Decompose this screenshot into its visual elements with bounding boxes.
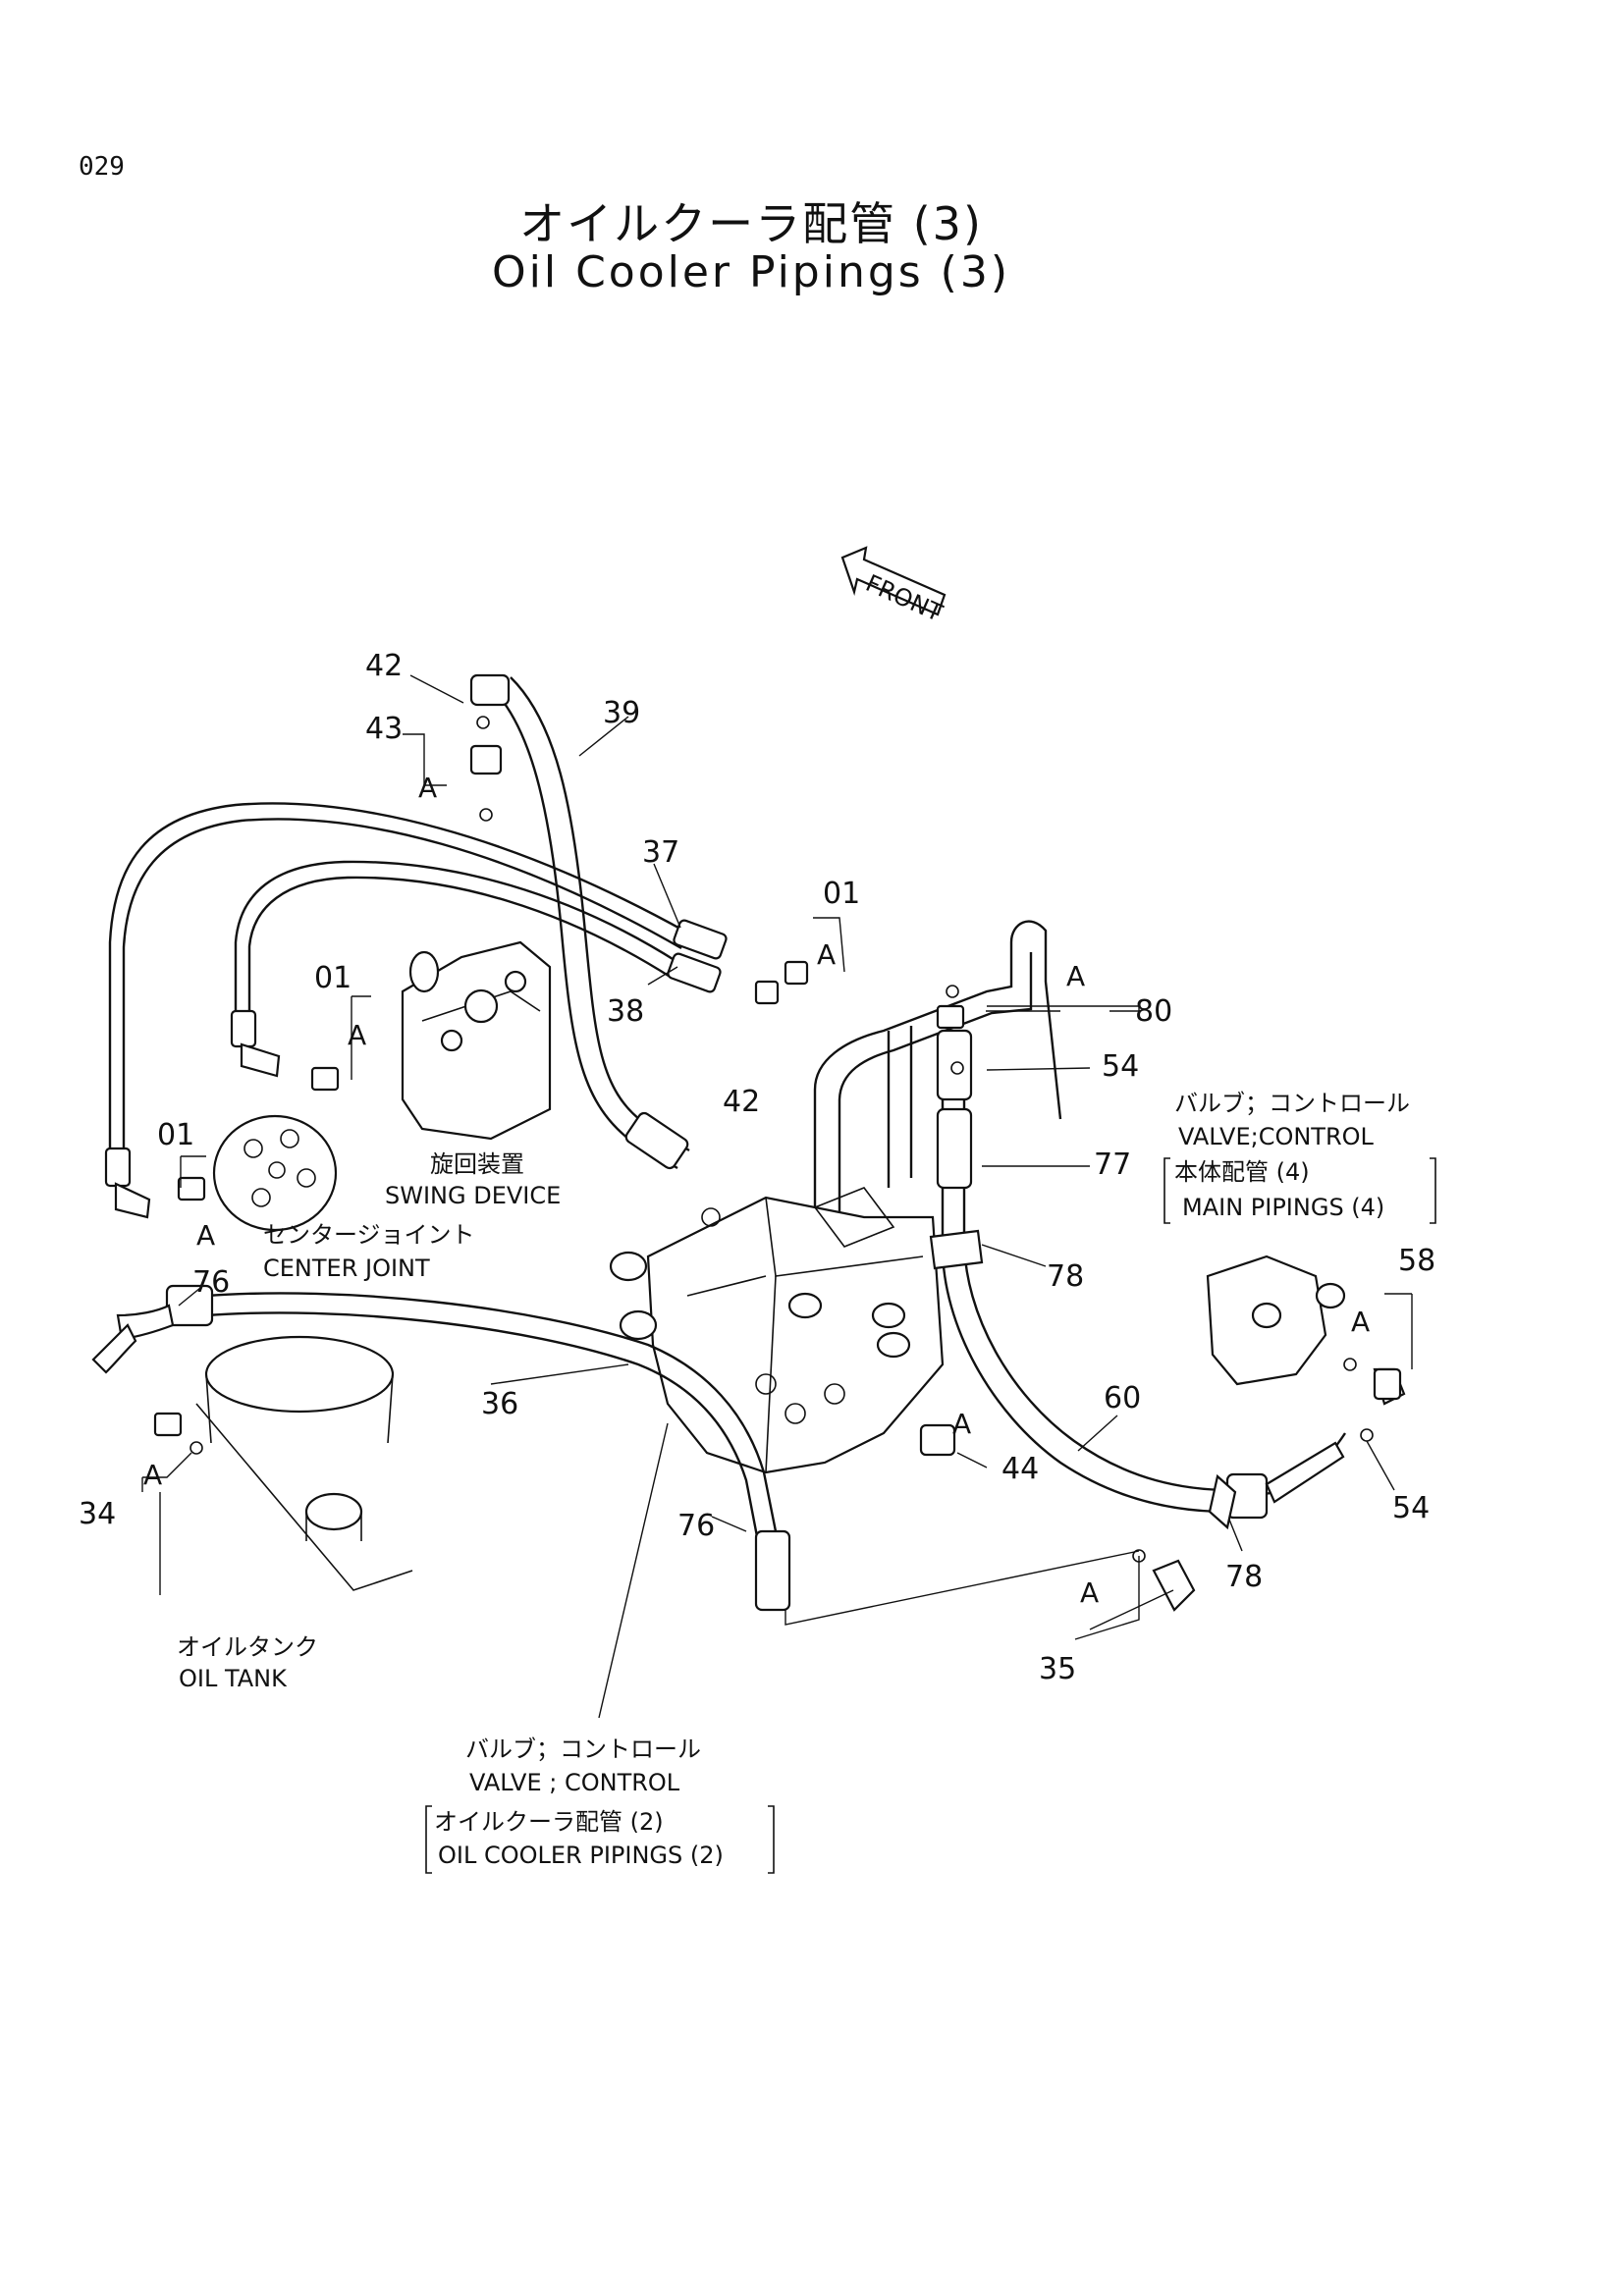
marker-a-4: A xyxy=(196,1219,215,1252)
hoses-37-38 xyxy=(104,802,728,1219)
main-pipings-label-en: MAIN PIPINGS (4) xyxy=(1182,1194,1384,1221)
marker-a-9: A xyxy=(1080,1576,1099,1609)
callout-54-upper: 54 xyxy=(1102,1049,1139,1084)
callout-43: 43 xyxy=(365,712,403,746)
control-valve xyxy=(609,1187,945,1474)
front-arrow-icon: FRONT xyxy=(840,546,947,627)
page-number: 029 xyxy=(79,152,125,182)
marker-a-1: A xyxy=(418,772,437,804)
valve-control-bottom-en: VALVE ; CONTROL xyxy=(469,1769,680,1796)
marker-a-6: A xyxy=(1351,1306,1370,1338)
callout-54-lower: 54 xyxy=(1392,1491,1430,1525)
callout-36: 36 xyxy=(481,1387,518,1421)
swing-device-label-jp: 旋回装置 xyxy=(430,1150,524,1178)
page-title-jp: オイルクーラ配管 (3) xyxy=(519,197,983,250)
center-joint-label-en: CENTER JOINT xyxy=(263,1255,430,1282)
page-title-en: Oil Cooler Pipings (3) xyxy=(492,247,1010,297)
marker-a-8: A xyxy=(143,1459,162,1491)
main-pipings-bracket-left xyxy=(1163,1157,1170,1224)
callout-80: 80 xyxy=(1135,994,1172,1029)
callout-76-left: 76 xyxy=(192,1265,230,1300)
callout-35: 35 xyxy=(1039,1652,1076,1686)
clip-78 xyxy=(929,1229,1237,1530)
callout-76-bottom: 76 xyxy=(677,1509,715,1543)
fittings xyxy=(153,716,1402,1612)
swing-device-label-en: SWING DEVICE xyxy=(385,1182,561,1209)
oil-cooler-pipings-label-en: OIL COOLER PIPINGS (2) xyxy=(438,1842,724,1869)
valve-control-right-en: VALVE;CONTROL xyxy=(1178,1123,1375,1150)
oil-tank-label-jp: オイルタンク xyxy=(177,1633,318,1661)
callout-39: 39 xyxy=(603,696,640,730)
center-joint-label-jp: センタージョイント xyxy=(263,1221,475,1249)
callout-58: 58 xyxy=(1398,1244,1435,1278)
hose-39 xyxy=(469,673,690,1170)
callout-38: 38 xyxy=(607,994,644,1029)
callout-34: 34 xyxy=(79,1497,116,1531)
callout-78-lower: 78 xyxy=(1225,1560,1263,1594)
valve-control-bottom-jp: バルブ；コントロール xyxy=(465,1735,701,1763)
callout-78-upper: 78 xyxy=(1047,1259,1084,1294)
center-joint xyxy=(212,1114,338,1232)
callout-60: 60 xyxy=(1104,1381,1141,1415)
main-pipings-label-jp: 本体配管 (4) xyxy=(1174,1158,1310,1186)
oil-cooler-bracket-right xyxy=(768,1805,775,1874)
marker-a-7: A xyxy=(952,1408,971,1440)
marker-a-2: A xyxy=(817,938,836,971)
callout-42-top: 42 xyxy=(365,649,403,683)
hose-36 xyxy=(91,1284,791,1612)
main-pipings-bracket-right xyxy=(1430,1157,1436,1224)
valve-control-right-jp: バルブ；コントロール xyxy=(1174,1090,1410,1117)
callout-01-a: 01 xyxy=(823,877,860,911)
leader-lines xyxy=(141,674,1413,1719)
callout-01-c: 01 xyxy=(157,1118,194,1152)
marker-a-5: A xyxy=(1066,960,1085,992)
marker-a-3: A xyxy=(348,1019,366,1051)
callout-44: 44 xyxy=(1001,1452,1039,1486)
callout-01-b: 01 xyxy=(314,961,352,995)
pipe-80 xyxy=(813,920,1062,1217)
oil-cooler-bracket-left xyxy=(425,1805,432,1874)
callout-37: 37 xyxy=(642,835,679,870)
swing-device xyxy=(401,940,552,1141)
hose-60 xyxy=(1225,1432,1346,1520)
oil-tank xyxy=(195,1335,413,1591)
callout-42-mid: 42 xyxy=(723,1085,760,1119)
hose-77 xyxy=(936,1029,1232,1514)
callout-77: 77 xyxy=(1094,1148,1131,1182)
oil-tank-label-en: OIL TANK xyxy=(179,1665,288,1692)
oil-cooler-pipings-label-jp: オイルクーラ配管 (2) xyxy=(434,1808,664,1836)
